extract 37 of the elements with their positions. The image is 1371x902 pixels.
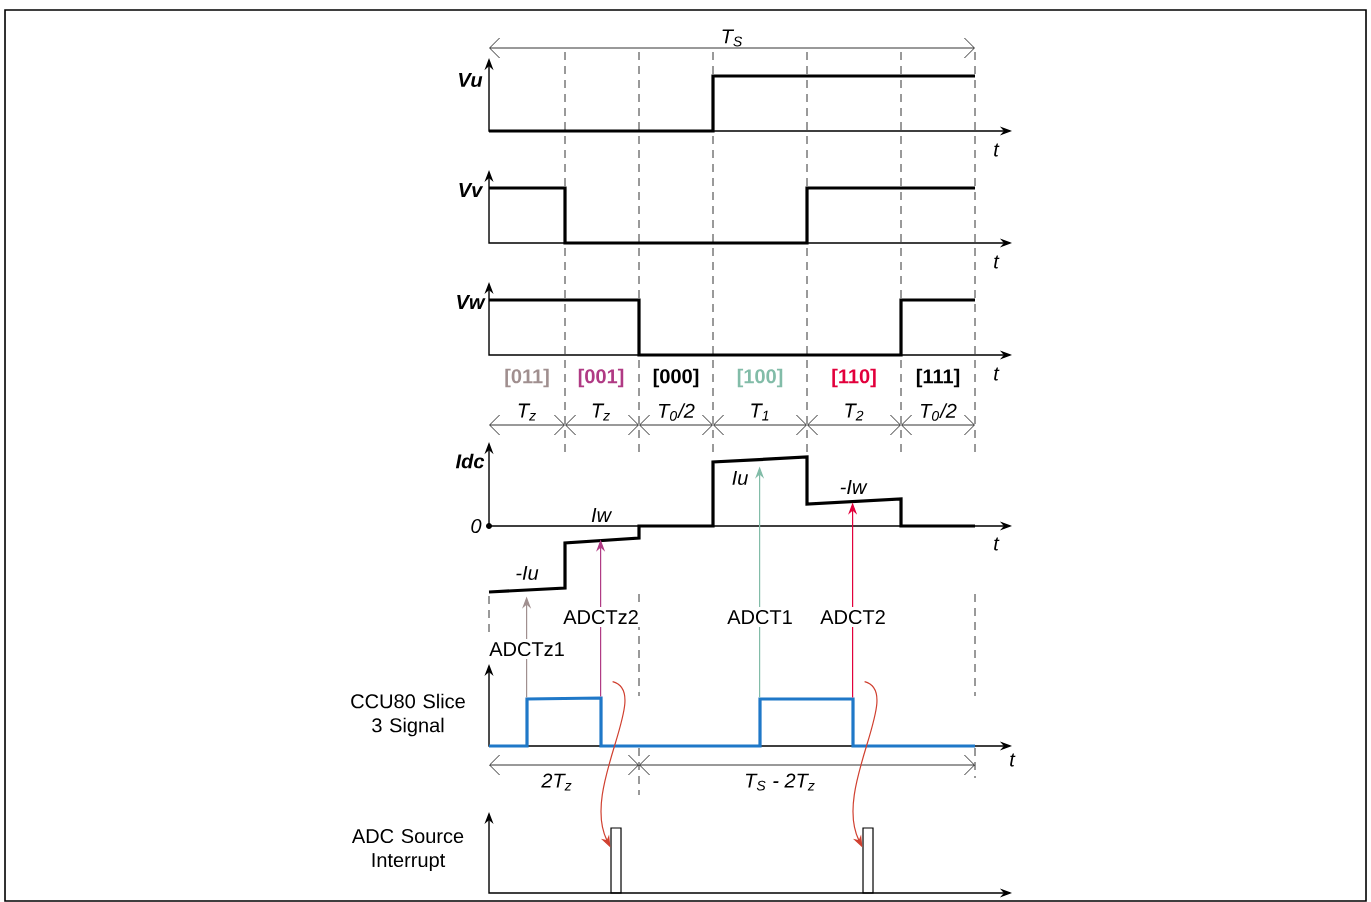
axis-label: T$_{S}$ - 2T$_{z}$ xyxy=(745,773,815,791)
state-label: [011] xyxy=(505,368,549,388)
edge-label: ADCT2 xyxy=(817,606,889,628)
axis-label: T$_{2}$ xyxy=(845,403,864,421)
axis-label: Vu xyxy=(459,73,483,87)
edge-label: ADCTz1 xyxy=(486,638,568,660)
axis-label: T$_{S}$ xyxy=(722,29,743,47)
axis-label: t xyxy=(1010,753,1016,767)
axis-label: t xyxy=(994,537,1000,551)
axis-label: 2T$_{z}$ xyxy=(541,773,572,791)
waveform xyxy=(489,696,975,748)
interrupt-pulse xyxy=(862,827,874,894)
edge-label: ADCT1 xyxy=(724,606,796,628)
signal-label: CCU80 Slice 3 Signal xyxy=(351,693,465,737)
axis-label: t xyxy=(994,143,1000,157)
waveform xyxy=(488,455,975,594)
axis-label: Iw xyxy=(591,508,613,522)
axis-label: T$_{z}$ xyxy=(592,403,610,421)
state-label: [110] xyxy=(832,368,876,388)
axis-label: Iu xyxy=(732,471,748,485)
axis-label: t xyxy=(994,367,1000,381)
edge-label: ADCTz2 xyxy=(560,606,642,628)
state-label: [100] xyxy=(737,368,783,388)
axis-label: T$_{0}$/2 xyxy=(920,403,957,421)
axis-label: t xyxy=(994,255,1000,269)
axis-label: -Iw xyxy=(840,480,868,494)
axis-label: Vv xyxy=(459,183,484,197)
state-label: [000] xyxy=(653,368,699,388)
axis-label: T$_{z}$ xyxy=(518,403,536,421)
axis-label: T$_{1}$ xyxy=(751,403,769,421)
signal-label: ADC Source Interrupt xyxy=(351,828,464,872)
axis-label: -Iu xyxy=(516,566,539,580)
interrupt-pulse xyxy=(610,827,622,894)
axis-label: T$_{0}$/2 xyxy=(658,403,695,421)
state-label: [111] xyxy=(916,368,960,388)
axis-label: Vw xyxy=(457,295,486,309)
state-label: [001] xyxy=(578,368,624,388)
